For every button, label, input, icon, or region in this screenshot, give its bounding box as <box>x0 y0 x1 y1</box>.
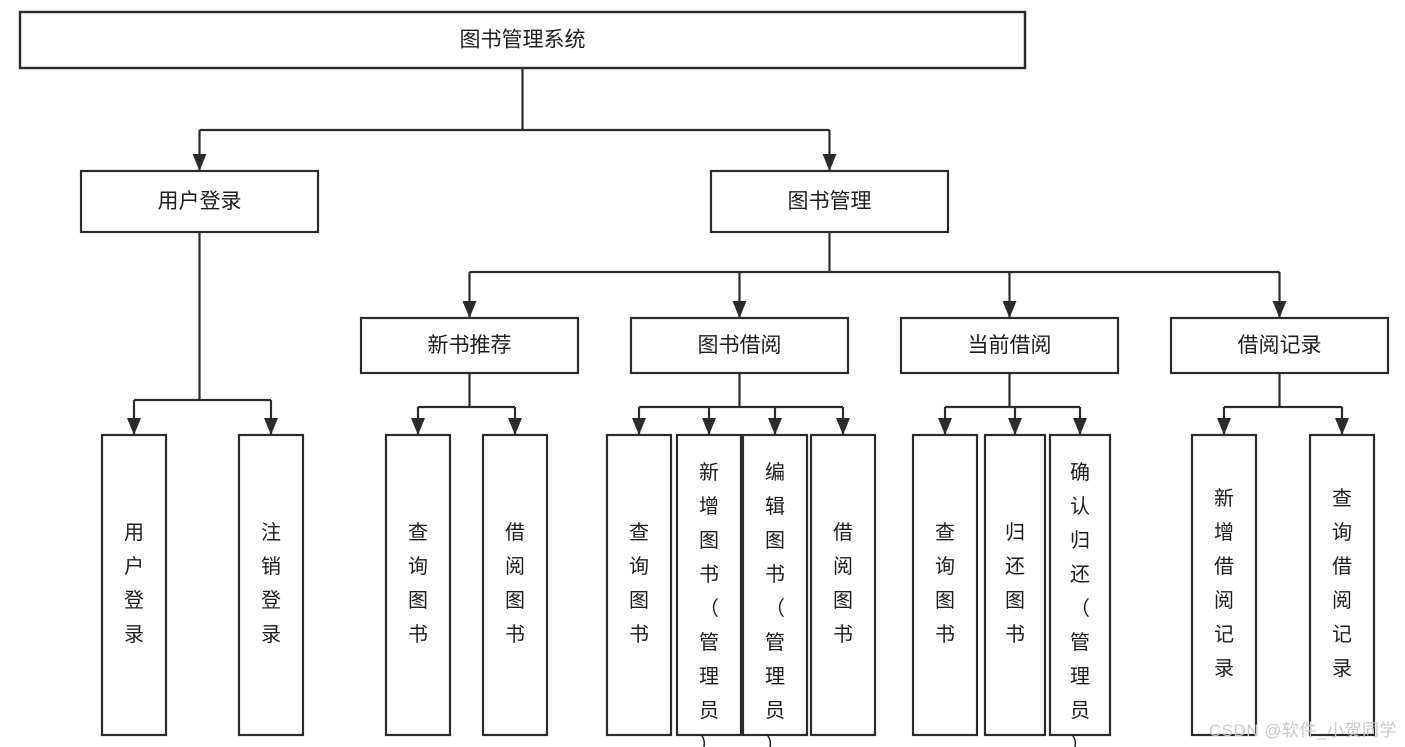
edge-arrowhead <box>1335 418 1349 435</box>
edge-arrowhead <box>1073 418 1087 435</box>
node-label: 归还图书 <box>1005 521 1025 646</box>
edge-arrowhead <box>127 418 141 435</box>
node-root[interactable]: 图书管理系统 <box>18 10 1027 70</box>
connector-group-newbook <box>411 373 522 435</box>
node-label: 借阅图书 <box>833 521 853 646</box>
connector-group-login <box>127 232 278 435</box>
node-label: 编辑图书（管理员） <box>765 461 785 747</box>
node-userlogin[interactable]: 用户登录 <box>100 433 168 737</box>
node-label: 用户登录 <box>158 190 242 213</box>
node-box[interactable] <box>709 169 950 234</box>
node-label: 注销登录 <box>261 521 281 646</box>
edge-arrowhead <box>938 418 952 435</box>
connector-group-current <box>938 373 1087 435</box>
connector-group-bookmgmt <box>462 232 1287 318</box>
edge-arrowhead <box>462 301 477 318</box>
edge-arrowhead <box>1217 418 1231 435</box>
node-current[interactable]: 当前借阅 <box>899 316 1120 375</box>
node-label: 查询图书 <box>408 521 428 646</box>
connector-group-root <box>192 68 837 171</box>
node-bookmgmt[interactable]: 图书管理 <box>709 169 950 234</box>
node-label: 图书借阅 <box>698 334 782 357</box>
node-bw-edit[interactable]: 编辑图书（管理员） <box>741 433 809 747</box>
edge-arrowhead <box>192 154 207 171</box>
node-bw-borrow[interactable]: 借阅图书 <box>809 433 877 737</box>
node-label: 图书管理系统 <box>460 29 586 52</box>
node-cur-confirm[interactable]: 确认归还（管理员） <box>1048 433 1112 747</box>
node-nb-query[interactable]: 查询图书 <box>384 433 452 737</box>
node-label: 借阅图书 <box>505 521 525 646</box>
node-label: 用户登录 <box>124 522 144 646</box>
node-label: 新增图书（管理员） <box>699 461 719 747</box>
edge-arrowhead <box>768 418 782 435</box>
node-box[interactable] <box>481 433 549 737</box>
node-label: 当前借阅 <box>968 334 1052 357</box>
node-label: 查询借阅记录 <box>1332 487 1352 680</box>
node-box[interactable] <box>79 169 320 234</box>
node-box[interactable] <box>100 433 168 737</box>
node-login[interactable]: 用户登录 <box>79 169 320 234</box>
edge-arrowhead <box>508 418 522 435</box>
edge-arrowhead <box>732 301 747 318</box>
node-box[interactable] <box>1048 433 1112 737</box>
node-box[interactable] <box>384 433 452 737</box>
node-cur-query[interactable]: 查询图书 <box>911 433 979 737</box>
node-label: 新书推荐 <box>428 334 512 357</box>
node-records[interactable]: 借阅记录 <box>1169 316 1390 375</box>
node-box[interactable] <box>1308 433 1376 737</box>
node-logout[interactable]: 注销登录 <box>237 433 305 737</box>
node-label: 新增借阅记录 <box>1214 487 1234 680</box>
node-label: 查询图书 <box>629 521 649 646</box>
node-box[interactable] <box>18 10 1027 70</box>
edge-arrowhead <box>264 418 278 435</box>
node-box[interactable] <box>605 433 673 737</box>
node-box[interactable] <box>237 433 305 737</box>
node-nb-borrow[interactable]: 借阅图书 <box>481 433 549 737</box>
node-box[interactable] <box>1169 316 1390 375</box>
node-newbook[interactable]: 新书推荐 <box>359 316 580 375</box>
node-label: 确认归还（管理员） <box>1070 461 1090 747</box>
node-rec-query[interactable]: 查询借阅记录 <box>1308 433 1376 737</box>
connector-group-records <box>1217 373 1349 435</box>
node-box[interactable] <box>983 433 1047 737</box>
edge-arrowhead <box>1002 301 1017 318</box>
node-box[interactable] <box>675 433 743 737</box>
node-label: 查询图书 <box>935 521 955 646</box>
edge-arrowhead <box>632 418 646 435</box>
edge-arrowhead <box>836 418 850 435</box>
edge-arrowhead <box>702 418 716 435</box>
edge-arrowhead <box>822 154 837 171</box>
edge-arrowhead <box>1272 301 1287 318</box>
node-box[interactable] <box>741 433 809 737</box>
node-box[interactable] <box>1190 433 1258 737</box>
connector-group-borrow <box>632 373 850 435</box>
node-cur-return[interactable]: 归还图书 <box>983 433 1047 737</box>
node-box[interactable] <box>359 316 580 375</box>
edge-arrowhead <box>1008 418 1022 435</box>
node-label: 图书管理 <box>788 190 872 213</box>
node-layer: 图书管理系统用户登录图书管理新书推荐图书借阅当前借阅借阅记录用户登录注销登录查询… <box>18 10 1390 747</box>
node-label: 借阅记录 <box>1238 334 1322 357</box>
node-box[interactable] <box>899 316 1120 375</box>
node-borrow[interactable]: 图书借阅 <box>629 316 850 375</box>
node-bw-add[interactable]: 新增图书（管理员） <box>675 433 743 747</box>
connector-layer <box>127 68 1349 435</box>
node-box[interactable] <box>911 433 979 737</box>
edge-arrowhead <box>411 418 425 435</box>
node-bw-query[interactable]: 查询图书 <box>605 433 673 737</box>
node-rec-add[interactable]: 新增借阅记录 <box>1190 433 1258 737</box>
node-box[interactable] <box>629 316 850 375</box>
node-box[interactable] <box>809 433 877 737</box>
